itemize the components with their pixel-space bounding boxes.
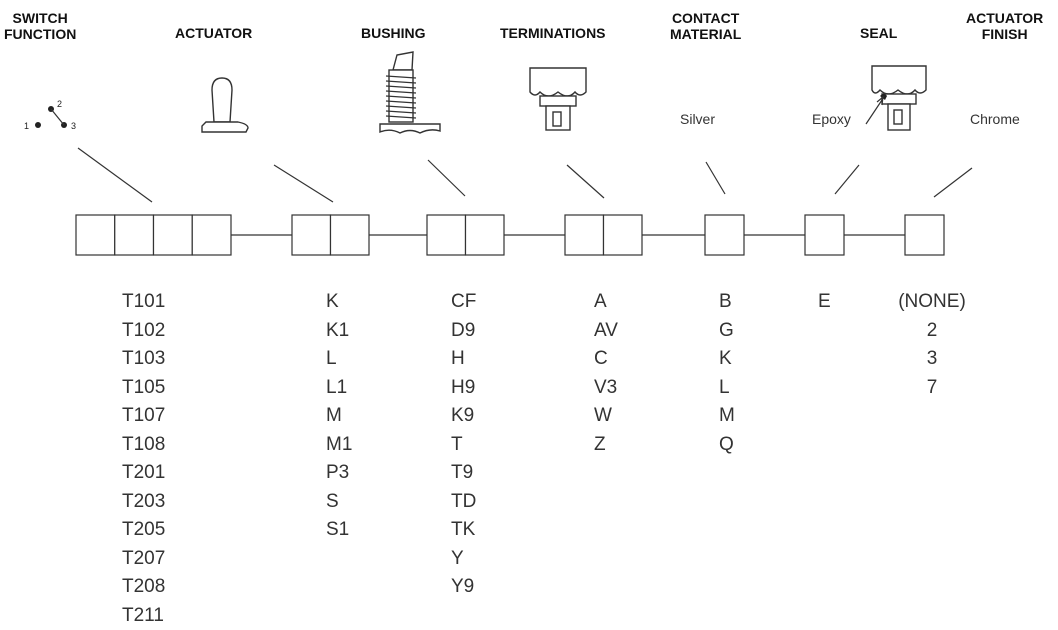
code-box [604,215,643,255]
code-box [292,215,331,255]
option-code: K9 [451,402,476,431]
option-code: K [326,288,352,317]
option-code: Y9 [451,573,476,602]
option-code: TK [451,516,476,545]
option-code: G [719,317,735,346]
contact-material-note: Silver [680,111,715,127]
option-code: 2 [889,317,975,346]
option-code: S1 [326,516,352,545]
option-code: T201 [122,459,165,488]
option-code: T108 [122,431,165,460]
option-code: T105 [122,374,165,403]
option-code: T101 [122,288,165,317]
seal-options: E [818,288,831,317]
actuator-boxes [292,215,369,255]
code-box [427,215,466,255]
leader-bushing [428,160,465,196]
seal-box [805,215,844,255]
option-code: M [719,402,735,431]
option-code: T102 [122,317,165,346]
option-code: T205 [122,516,165,545]
leader-lines [78,148,972,202]
contact-material-box [705,215,744,255]
option-code: 7 [889,374,975,403]
leader-actuator [274,165,333,202]
option-code: T107 [122,402,165,431]
option-code: 3 [889,345,975,374]
option-code: Y [451,545,476,574]
terminations-boxes [565,215,642,255]
toggle-lever-icon [202,78,248,132]
switch-schematic-icon: 1 2 3 [24,99,76,131]
code-box [331,215,370,255]
bushing-boxes [427,215,504,255]
code-box [565,215,604,255]
code-box [192,215,231,255]
leader-contact-material [706,162,725,194]
pin-2-label: 2 [57,99,62,109]
option-code: Q [719,431,735,460]
option-code: T208 [122,573,165,602]
code-box [466,215,505,255]
option-code: AV [594,317,618,346]
leader-actuator-finish [934,168,972,197]
option-code: T [451,431,476,460]
termination-icon [530,68,586,130]
option-code: L1 [326,374,352,403]
leader-seal [835,165,859,194]
option-code: V3 [594,374,618,403]
pin-3-label: 3 [71,121,76,131]
option-code: M1 [326,431,352,460]
code-box [154,215,193,255]
actuator-finish-box [905,215,944,255]
option-code: B [719,288,735,317]
switch-function-boxes [76,215,231,255]
leader-terminations [567,165,604,198]
option-code: L [719,374,735,403]
option-code: H [451,345,476,374]
option-code: Z [594,431,618,460]
option-code: L [326,345,352,374]
seal-callout-label: Epoxy [812,111,851,127]
option-code: P3 [326,459,352,488]
option-code: K1 [326,317,352,346]
option-code: (NONE) [889,288,975,317]
code-box [115,215,154,255]
option-code: M [326,402,352,431]
actuator-finish-note: Chrome [970,111,1020,127]
option-code: E [818,288,831,317]
option-code: T203 [122,488,165,517]
option-code: T103 [122,345,165,374]
option-code: S [326,488,352,517]
seal-icon [866,66,926,130]
option-code: T207 [122,545,165,574]
threaded-bushing-icon [380,52,440,133]
code-box [76,215,115,255]
option-code: CF [451,288,476,317]
leader-switch-function [78,148,152,202]
option-code: A [594,288,618,317]
option-code: K [719,345,735,374]
option-code: C [594,345,618,374]
option-code: D9 [451,317,476,346]
option-code: W [594,402,618,431]
pin-1-label: 1 [24,121,29,131]
option-code: T9 [451,459,476,488]
option-code: H9 [451,374,476,403]
option-code: TD [451,488,476,517]
